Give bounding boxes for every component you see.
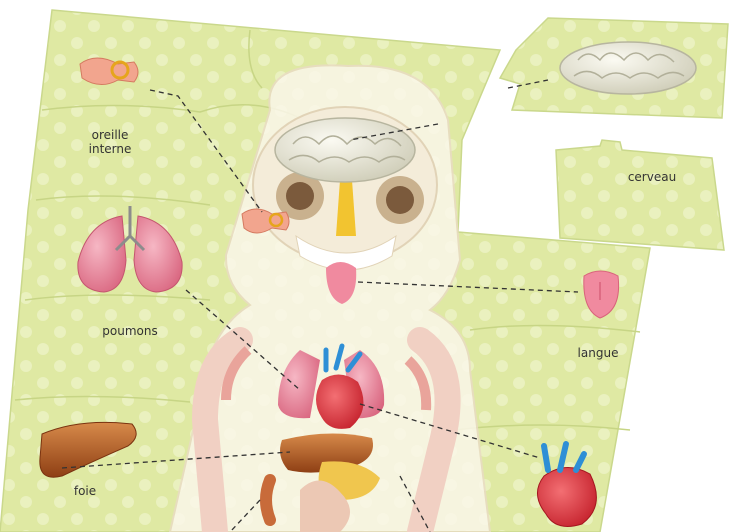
cerveau-piece[interactable] — [556, 140, 724, 250]
inner-ear-label: oreille interne — [70, 128, 150, 156]
inner-ear-in-body-icon — [242, 209, 289, 233]
liver-label: foie — [50, 484, 120, 498]
lungs-label: poumons — [90, 324, 170, 338]
brain-icon — [560, 42, 696, 94]
brain-piece[interactable] — [500, 18, 728, 118]
brain-label: cerveau — [612, 170, 692, 184]
tongue-label: langue — [558, 346, 638, 360]
